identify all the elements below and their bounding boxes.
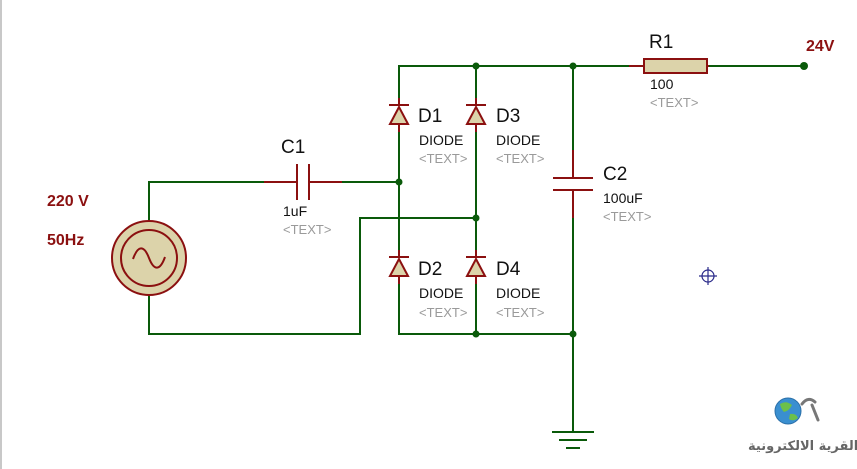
c2-ref-label: C2	[603, 164, 627, 185]
junction-dot	[569, 330, 577, 338]
c1-text-placeholder: <TEXT>	[283, 222, 331, 237]
junction-dot	[472, 62, 480, 70]
d4-text-placeholder: <TEXT>	[496, 305, 544, 320]
crosshair-cursor-icon	[699, 267, 717, 285]
source-voltage-label: 220 V	[47, 193, 89, 210]
diode-d4[interactable]	[465, 250, 487, 284]
d3-value-label: DIODE	[496, 132, 540, 148]
source-frequency-label: 50Hz	[47, 232, 84, 249]
junctions	[395, 62, 808, 338]
r1-ref-label: R1	[649, 32, 673, 53]
junction-dot	[472, 330, 480, 338]
junction-dot	[569, 62, 577, 70]
wires	[148, 65, 805, 433]
d1-ref-label: D1	[418, 106, 442, 127]
site-logo: القرية الالكترونية	[748, 397, 857, 454]
sine-wave-icon	[132, 247, 166, 269]
junction-dot	[472, 214, 480, 222]
output-terminal-dot	[800, 62, 808, 70]
ground-icon	[552, 431, 594, 449]
wire-source-top	[148, 181, 265, 221]
d1-text-placeholder: <TEXT>	[419, 151, 467, 166]
d4-value-label: DIODE	[496, 285, 540, 301]
output-voltage-label: 24V	[806, 38, 835, 55]
c2-value-label: 100uF	[603, 190, 643, 206]
d4-ref-label: D4	[496, 259, 521, 280]
r1-text-placeholder: <TEXT>	[650, 95, 698, 110]
wrench-icon	[800, 397, 820, 422]
d3-ref-label: D3	[496, 106, 520, 127]
ac-source[interactable]	[111, 220, 187, 296]
r1-value-label: 100	[650, 76, 674, 92]
capacitor-c2[interactable]	[553, 150, 593, 218]
capacitor-c1[interactable]	[264, 164, 342, 200]
junction-dot	[395, 178, 403, 186]
c1-ref-label: C1	[281, 137, 305, 158]
c1-value-label: 1uF	[283, 203, 307, 219]
globe-icon	[774, 397, 802, 425]
diode-d3[interactable]	[465, 98, 487, 132]
c2-text-placeholder: <TEXT>	[603, 209, 651, 224]
diode-d1[interactable]	[388, 98, 410, 132]
logo-text: القرية الالكترونية	[748, 439, 857, 454]
resistor-r1[interactable]	[629, 58, 709, 74]
d3-text-placeholder: <TEXT>	[496, 151, 544, 166]
d2-ref-label: D2	[418, 259, 442, 280]
d2-text-placeholder: <TEXT>	[419, 305, 467, 320]
diode-d2[interactable]	[388, 250, 410, 284]
d1-value-label: DIODE	[419, 132, 463, 148]
d2-value-label: DIODE	[419, 285, 463, 301]
